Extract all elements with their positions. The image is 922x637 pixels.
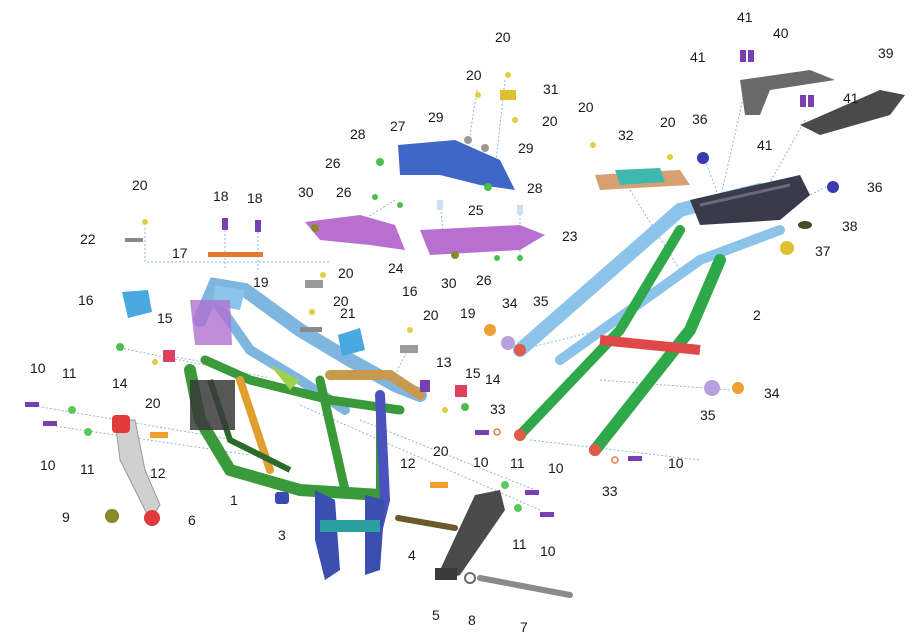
callout-11: 11 <box>80 461 95 477</box>
callout-20: 20 <box>145 395 161 411</box>
callout-30: 30 <box>298 184 314 200</box>
callout-30: 30 <box>441 275 457 291</box>
callout-20: 20 <box>333 293 349 309</box>
callout-10: 10 <box>473 454 489 470</box>
callout-34: 34 <box>502 295 518 311</box>
callout-12: 12 <box>400 455 416 471</box>
seat-cover <box>398 140 515 190</box>
callout-20: 20 <box>542 113 558 129</box>
callout-6: 6 <box>188 512 196 528</box>
callout-31: 31 <box>543 81 559 97</box>
callout-28: 28 <box>350 126 366 142</box>
lower-bracket <box>315 490 385 580</box>
callout-35: 35 <box>700 407 716 423</box>
callout-26: 26 <box>325 155 341 171</box>
callout-41: 41 <box>690 49 706 65</box>
callout-14: 14 <box>485 371 501 387</box>
callout-10: 10 <box>540 543 556 559</box>
fasteners <box>25 50 839 584</box>
callout-13: 13 <box>436 354 452 370</box>
side-stand <box>435 490 505 580</box>
callout-11: 11 <box>512 536 527 552</box>
callout-16: 16 <box>402 283 418 299</box>
callout-20: 20 <box>495 29 511 45</box>
callout-10: 10 <box>30 360 46 376</box>
callout-18: 18 <box>213 188 229 204</box>
peg-bracket <box>105 415 161 526</box>
callout-35: 35 <box>533 293 549 309</box>
callout-32: 32 <box>618 127 634 143</box>
callout-18: 18 <box>247 190 263 206</box>
callout-41: 41 <box>757 137 773 153</box>
callout-36: 36 <box>867 179 883 195</box>
callout-7: 7 <box>520 619 528 635</box>
callout-41: 41 <box>843 90 859 106</box>
callout-11: 11 <box>510 455 525 471</box>
callout-29: 29 <box>428 109 444 125</box>
callout-1: 1 <box>230 492 238 508</box>
callout-34: 34 <box>764 385 780 401</box>
callout-17: 17 <box>172 245 188 261</box>
callout-9: 9 <box>62 509 70 525</box>
callout-10: 10 <box>548 460 564 476</box>
callout-20: 20 <box>433 443 449 459</box>
callout-10: 10 <box>40 457 56 473</box>
callout-14: 14 <box>112 375 128 391</box>
engine-mounts <box>122 290 365 356</box>
callout-33: 33 <box>490 401 506 417</box>
callout-20: 20 <box>423 307 439 323</box>
rear-subframe <box>513 175 810 456</box>
callout-8: 8 <box>468 612 476 628</box>
callout-26: 26 <box>476 272 492 288</box>
callout-40: 40 <box>773 25 789 41</box>
callout-36: 36 <box>692 111 708 127</box>
callout-25: 25 <box>468 202 484 218</box>
callout-11: 11 <box>62 365 77 381</box>
callout-38: 38 <box>842 218 858 234</box>
callout-20: 20 <box>466 67 482 83</box>
callout-37: 37 <box>815 243 831 259</box>
side-panels <box>305 215 545 255</box>
callout-26: 26 <box>336 184 352 200</box>
callout-33: 33 <box>602 483 618 499</box>
callout-5: 5 <box>432 607 440 623</box>
callout-20: 20 <box>338 265 354 281</box>
assembly-lines <box>29 79 831 511</box>
callout-41: 41 <box>737 9 753 25</box>
callout-4: 4 <box>408 547 416 563</box>
callout-2: 2 <box>753 307 761 323</box>
callout-10: 10 <box>668 455 684 471</box>
tail-plate <box>595 168 690 190</box>
grab-handles <box>740 70 905 135</box>
callout-15: 15 <box>465 365 481 381</box>
callout-16: 16 <box>78 292 94 308</box>
callout-23: 23 <box>562 228 578 244</box>
callout-3: 3 <box>278 527 286 543</box>
callout-19: 19 <box>460 305 476 321</box>
callout-28: 28 <box>527 180 543 196</box>
callout-24: 24 <box>388 260 404 276</box>
callout-12: 12 <box>150 465 166 481</box>
callout-39: 39 <box>878 45 894 61</box>
callout-20: 20 <box>132 177 148 193</box>
callout-15: 15 <box>157 310 173 326</box>
callout-27: 27 <box>390 118 406 134</box>
callout-20: 20 <box>660 114 676 130</box>
callout-22: 22 <box>80 231 96 247</box>
callout-29: 29 <box>518 140 534 156</box>
callout-21: 21 <box>340 305 356 321</box>
callout-20: 20 <box>578 99 594 115</box>
rods <box>395 515 573 598</box>
callout-19: 19 <box>253 274 269 290</box>
